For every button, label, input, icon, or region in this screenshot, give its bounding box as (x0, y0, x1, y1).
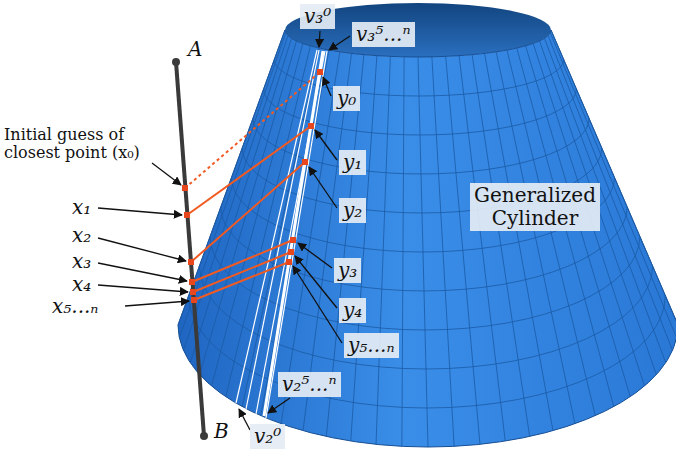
point-label: x₃ (72, 250, 91, 273)
grid-ruling (485, 53, 554, 430)
grid-ruling (551, 30, 676, 325)
grid-ruling (351, 56, 377, 441)
grid-ruling (507, 50, 595, 416)
grid-ruling (190, 38, 291, 362)
endpoint-b (200, 432, 208, 440)
cylinder-grid (178, 30, 676, 447)
grid-ruling (459, 56, 505, 441)
point-label: x₁ (72, 196, 91, 219)
grid-ruling (418, 57, 428, 447)
endpoint-label: A (188, 38, 202, 61)
point-label: x₅...ₙ (52, 295, 98, 318)
endpoint-a (172, 58, 180, 66)
grid-ruling (183, 36, 287, 351)
grid-ruling (402, 57, 404, 446)
grid-ruling (376, 56, 390, 444)
closest-point-links (185, 72, 320, 300)
grid-ruling (496, 52, 575, 424)
cylinder-body (178, 30, 676, 447)
grid-ruling (472, 55, 530, 437)
callout-text: Initial guess of closest point (x₀) (4, 126, 154, 163)
endpoint-label: B (214, 420, 229, 443)
point-label: x₂ (72, 224, 91, 247)
point-label: y₄ (339, 298, 366, 323)
point-label: y₀ (333, 86, 360, 111)
leader-arrows (98, 31, 350, 430)
point-label: y₅...ₙ (344, 333, 399, 358)
grid-ruling (211, 44, 302, 387)
line-segment-ab (176, 62, 204, 436)
vertex-label: v₃⁵...ⁿ (352, 22, 415, 47)
point-label: x₄ (72, 273, 91, 296)
vertex-label: v₂⁵...ⁿ (278, 372, 341, 397)
point-label: y₁ (339, 150, 366, 175)
closest-points (182, 69, 323, 303)
vertex-label: v₃⁰ (300, 4, 335, 29)
vertex-label: v₂⁰ (250, 424, 285, 449)
surface-label: Generalized Cylinder (470, 183, 600, 231)
point-label: y₃ (334, 258, 361, 283)
grid-ruling (178, 30, 285, 325)
point-label: y₂ (339, 198, 366, 223)
grid-ruling (432, 57, 454, 446)
